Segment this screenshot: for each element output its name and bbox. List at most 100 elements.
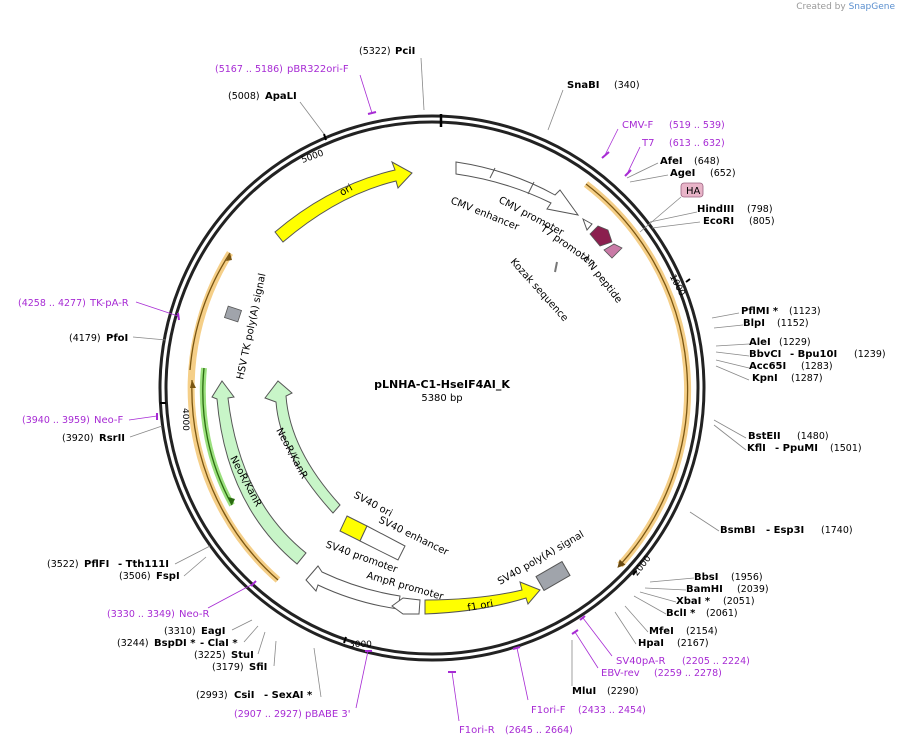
site-xbai-pos: (2051) bbox=[723, 596, 755, 607]
primer-pbr322ori-f-name: pBR322ori-F bbox=[287, 64, 349, 75]
site-fspi-pos: (3506) bbox=[119, 571, 151, 582]
site-blpi-pos: (1152) bbox=[777, 318, 809, 329]
site-bbsi-pos: (1956) bbox=[731, 572, 763, 583]
site-sexai-name: - SexAI * bbox=[264, 690, 313, 701]
primer-sv40pa-r-name: SV40pA-R bbox=[616, 656, 665, 667]
site-afei-pos: (648) bbox=[694, 156, 720, 167]
site-hpai-name: HpaI bbox=[638, 638, 664, 649]
site-sfii-name: SfiI bbox=[249, 662, 267, 673]
site-blpi-name: BlpI bbox=[743, 318, 765, 329]
site-kpni-name: KpnI bbox=[752, 373, 778, 384]
t7-promoter-feature bbox=[582, 217, 593, 231]
primer-neo-f-pos: (3940 .. 3959) bbox=[22, 415, 90, 426]
kozak-mark bbox=[554, 261, 558, 273]
kozak-label: Kozak sequence bbox=[508, 257, 570, 324]
site-esp3i-name: - Esp3I bbox=[766, 525, 804, 536]
site-bbvci-name: BbvCI bbox=[749, 349, 781, 360]
site-snabi-name: SnaBI bbox=[567, 80, 599, 91]
f1-ori-label: f1 ori bbox=[467, 599, 495, 614]
site-hindiii-pos: (798) bbox=[747, 204, 773, 215]
backbone-outer-ring bbox=[158, 114, 706, 662]
primer-leaders bbox=[128, 74, 641, 722]
site-bpu10i-name: - Bpu10I bbox=[790, 349, 837, 360]
cmv-feature bbox=[455, 161, 580, 216]
site-leaders bbox=[129, 57, 750, 698]
lambda-n-feature bbox=[589, 225, 613, 247]
site-rsrii-pos: (3920) bbox=[62, 433, 94, 444]
sv40-polya-feature bbox=[535, 560, 571, 592]
site-mfei-pos: (2154) bbox=[686, 626, 718, 637]
site-sfii-pos: (3179) bbox=[212, 662, 244, 673]
site-eagi-pos: (3310) bbox=[164, 626, 196, 637]
site-snabi-pos: (340) bbox=[614, 80, 640, 91]
primer-t7-name: T7 bbox=[641, 138, 654, 149]
primer-pbabe3-pos: (2907 .. 2927) bbox=[234, 709, 302, 720]
primer-ebv-rev-pos: (2259 .. 2278) bbox=[654, 668, 722, 679]
site-apali-name: ApaLI bbox=[265, 91, 297, 102]
site-tth111i-name: - Tth111I bbox=[118, 559, 169, 570]
ampr-promoter-feature bbox=[391, 597, 421, 615]
tick-label-3000: 3000 bbox=[349, 640, 372, 650]
orf-arc-left-arrow-upper bbox=[226, 253, 232, 261]
site-pflmi-name: PflMI * bbox=[741, 306, 779, 317]
site-bspdi-pos: (3244) bbox=[117, 638, 149, 649]
f1-ori-feature bbox=[424, 581, 541, 615]
primer-tk-pa-r-pos: (4258 .. 4277) bbox=[18, 298, 86, 309]
primer-labels: (5167 .. 5186) pBR322ori-F CMV-F (519 ..… bbox=[18, 64, 750, 736]
primer-f1ori-r-name: F1ori-R bbox=[459, 725, 495, 736]
primer-t7-pos: (613 .. 632) bbox=[669, 138, 725, 149]
site-mlui-name: MluI bbox=[572, 686, 596, 697]
site-pflfi-name: PflFI bbox=[84, 559, 109, 570]
site-kfli-name: KflI bbox=[747, 443, 766, 454]
site-bsmbi-name: BsmBI bbox=[720, 525, 755, 536]
site-ecori-name: EcoRI bbox=[703, 216, 734, 227]
site-bspdi-name: BspDI * bbox=[154, 638, 196, 649]
site-acc65i-name: Acc65I bbox=[749, 361, 786, 372]
primer-ebv-rev-name: EBV-rev bbox=[601, 668, 640, 679]
site-apali-pos: (5008) bbox=[228, 91, 260, 102]
site-bamhi-name: BamHI bbox=[686, 584, 723, 595]
site-bbvci-pos: (1239) bbox=[854, 349, 886, 360]
site-eagi-name: EagI bbox=[201, 626, 225, 637]
site-ecori-pos: (805) bbox=[749, 216, 775, 227]
ha-leader bbox=[639, 196, 682, 233]
lambda-n-label: λ N peptide bbox=[580, 253, 624, 305]
site-mfei-name: MfeI bbox=[649, 626, 674, 637]
ha-feature-arrow bbox=[603, 243, 623, 259]
primer-neo-r-pos: (3330 .. 3349) bbox=[107, 609, 175, 620]
backbone-inner-ring bbox=[164, 120, 700, 656]
primer-neo-f-name: Neo-F bbox=[94, 415, 124, 426]
hsv-tk-polya-feature bbox=[223, 305, 243, 323]
site-pflfi-pos: (3522) bbox=[47, 559, 79, 570]
green-arc-arrow bbox=[228, 497, 235, 505]
site-afei-name: AfeI bbox=[660, 156, 683, 167]
primer-f1ori-r-pos: (2645 .. 2664) bbox=[505, 725, 573, 736]
orf-arc-left-line-lower bbox=[191, 379, 279, 581]
ha-badge bbox=[680, 182, 704, 198]
plasmid-name: pLNHA-C1-HseIF4AI_K bbox=[374, 378, 510, 391]
site-bsteii-name: BstEII bbox=[748, 431, 781, 442]
site-bcli-pos: (2061) bbox=[706, 608, 738, 619]
sv40-ori-label: SV40 ori bbox=[352, 490, 394, 519]
primer-f1ori-f-pos: (2433 .. 2454) bbox=[578, 705, 646, 716]
tick-label-5000: 5000 bbox=[300, 149, 325, 166]
green-arc-line bbox=[202, 367, 233, 506]
tick-mark-3000 bbox=[343, 636, 347, 644]
primer-f1ori-f-name: F1ori-F bbox=[531, 705, 566, 716]
credit-prefix: Created by bbox=[796, 2, 846, 12]
primer-tk-pa-r-name: TK-pA-R bbox=[89, 298, 129, 309]
site-clai-name: - ClaI * bbox=[200, 638, 238, 649]
site-kfli-pos: (1501) bbox=[830, 443, 862, 454]
site-pcii-name: PciI bbox=[395, 46, 415, 57]
site-csii-name: CsiI bbox=[234, 690, 254, 701]
tick-mark-1000 bbox=[685, 278, 691, 283]
site-rsrii-name: RsrII bbox=[99, 433, 125, 444]
primer-cmv-f-name: CMV-F bbox=[622, 120, 653, 131]
primer-sv40pa-r-pos: (2205 .. 2224) bbox=[682, 656, 750, 667]
site-bsmbi-pos: (1740) bbox=[821, 525, 853, 536]
site-agei-pos: (652) bbox=[710, 168, 736, 179]
orf-arc-left-line-upper bbox=[189, 252, 231, 371]
cmv-divider-1 bbox=[489, 167, 496, 179]
sv40-enhancer-feature bbox=[359, 525, 406, 561]
tick-label-4000: 4000 bbox=[180, 408, 190, 431]
